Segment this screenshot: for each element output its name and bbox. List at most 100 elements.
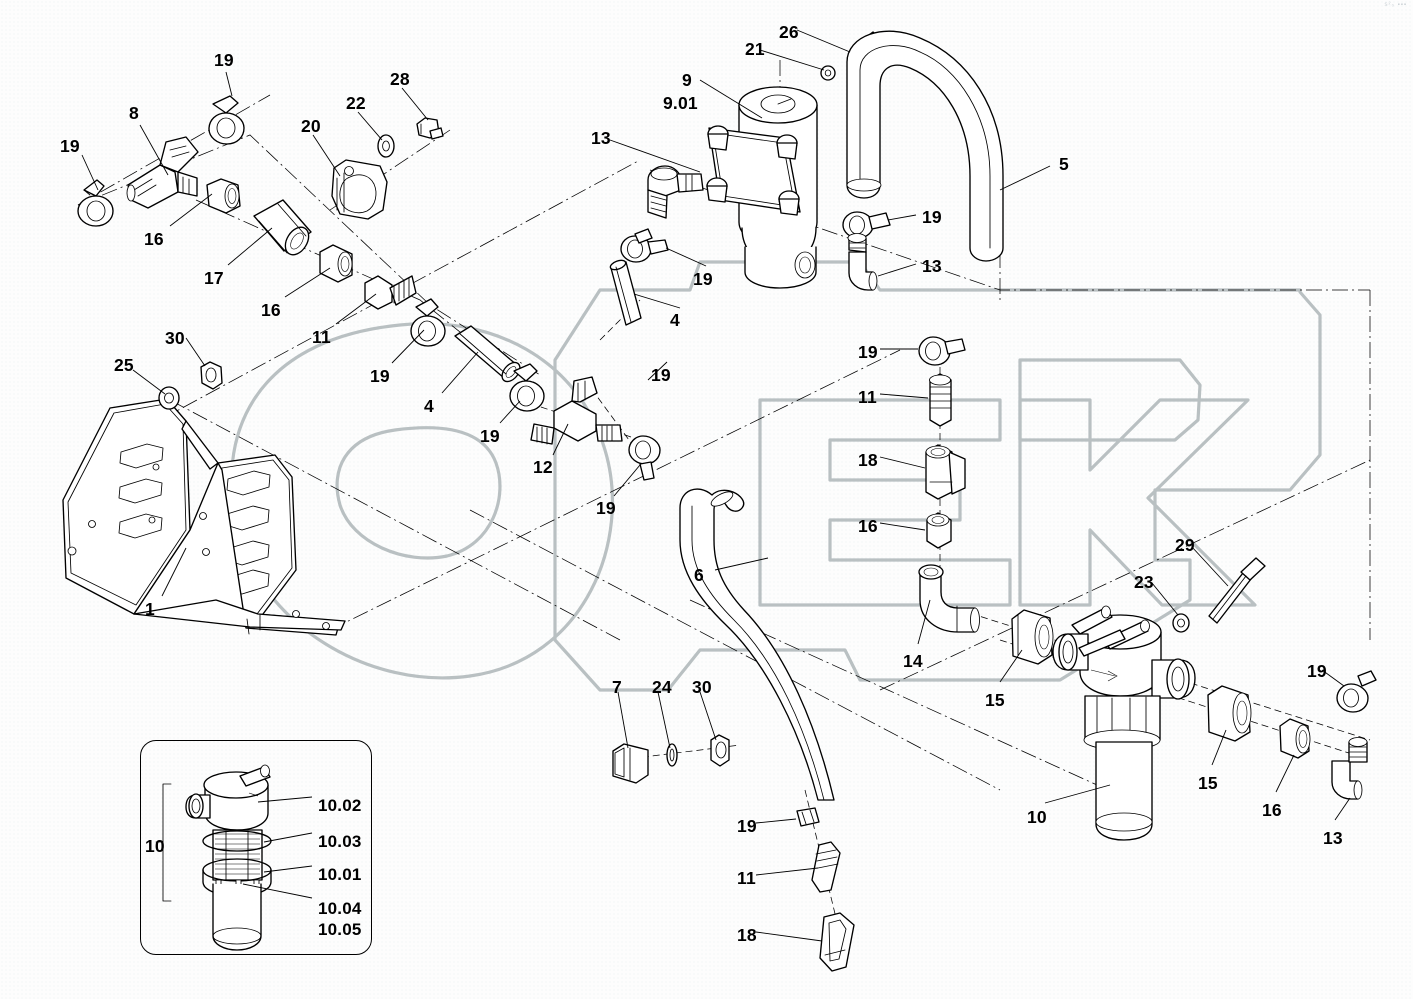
part-19-clamp-j: [1336, 670, 1377, 713]
part-28-bolt: [416, 117, 444, 140]
part-22-washer: [377, 134, 395, 158]
part-11-nipple-c: [811, 841, 841, 893]
inset-callout-10-03: 10.03: [318, 832, 362, 851]
part-19-clamp-b: [208, 95, 245, 145]
callout-5: 5: [1059, 154, 1069, 174]
callout-18-b: 18: [737, 925, 757, 945]
part-11-nipple-b: [929, 373, 952, 427]
callout-28: 28: [390, 69, 410, 89]
callout-30-b: 30: [692, 677, 712, 697]
callout-4-b: 4: [670, 310, 680, 330]
callout-16-d: 16: [1262, 800, 1282, 820]
part-11-nipple-a: [364, 275, 417, 310]
callout-29: 29: [1175, 535, 1195, 555]
part-18-adapter-a: [925, 444, 966, 500]
part-14-elbow: [918, 564, 980, 633]
callout-4-a: 4: [424, 396, 434, 416]
part-16-nut-b: [319, 244, 353, 283]
part-15-nut-b: [1207, 685, 1252, 742]
callout-13-b: 13: [922, 256, 942, 276]
callout-12: 12: [533, 457, 553, 477]
inset-border: [140, 740, 372, 955]
callout-1: 1: [145, 599, 155, 619]
part-16-nut-c: [926, 512, 952, 549]
part-19-clamp-a: [77, 179, 114, 227]
part-19-clamp-e: [620, 235, 669, 263]
callout-11-c: 11: [737, 868, 756, 888]
part-7-clamp-block: [612, 743, 649, 784]
part-19-clamp-f: [628, 435, 661, 481]
inset-part-10-detail: [155, 764, 272, 951]
part-19-clamp-c: [410, 298, 446, 347]
part-19-clamp-k: [796, 807, 820, 827]
part-9-fuel-pump: [706, 86, 818, 289]
callout-19-a: 19: [60, 136, 80, 156]
part-21-washer: [820, 65, 836, 81]
callout-26: 26: [779, 22, 799, 42]
callout-19-d: 19: [480, 426, 500, 446]
callout-19-i: 19: [858, 342, 878, 362]
callout-19-b: 19: [214, 50, 234, 70]
part-1-bracket: [62, 398, 346, 636]
leader-lines: [81, 29, 1351, 942]
part-19-clamp-i: [918, 336, 966, 366]
part-23-washer: [1172, 613, 1190, 633]
callout-16-c: 16: [858, 516, 878, 536]
part-6-hose: [679, 488, 835, 801]
callout-9: 9: [682, 70, 692, 90]
callout-19-g: 19: [693, 269, 713, 289]
inset-group-label-10: 10: [145, 836, 165, 856]
callout-19-k: 19: [737, 816, 757, 836]
part-25-washer: [158, 386, 180, 410]
callout-7: 7: [612, 677, 622, 697]
callout-13-c: 13: [1323, 828, 1343, 848]
callout-8: 8: [129, 103, 139, 123]
callout-9-01: 9.01: [663, 93, 698, 113]
callout-18-a: 18: [858, 450, 878, 470]
part-17-sleeve: [253, 199, 312, 256]
part-8-tee-fitting: [126, 136, 199, 209]
inset-callout-10-05: 10.05: [318, 920, 362, 939]
callout-19-e: 19: [596, 498, 616, 518]
inset-callout-10-02: 10.02: [318, 796, 362, 815]
part-19-clamp-h: [842, 211, 891, 239]
callout-14: 14: [903, 651, 923, 671]
callout-24: 24: [652, 677, 672, 697]
part-16-nut-d: [1279, 718, 1311, 759]
callout-6: 6: [694, 565, 704, 585]
callout-16-a: 16: [144, 229, 164, 249]
callout-20: 20: [301, 116, 321, 136]
corner-watermark: s²₀ ▪▪▪: [1384, 2, 1407, 8]
part-20-clamp-bracket: [331, 159, 388, 220]
callout-16-b: 16: [261, 300, 281, 320]
callout-11-a: 11: [312, 327, 331, 347]
inset-callout-10-04: 10.04: [318, 899, 362, 918]
part-5-hose: [846, 30, 1004, 262]
callout-19-h: 19: [651, 365, 671, 385]
part-18-adapter-b: [819, 912, 855, 972]
callout-23: 23: [1134, 572, 1154, 592]
callout-19-j: 19: [1307, 661, 1327, 681]
part-4-tube-b: [609, 259, 642, 326]
callout-30-a: 30: [165, 328, 185, 348]
callout-11-b: 11: [858, 387, 877, 407]
part-24-washer: [666, 743, 678, 767]
part-29-bolt: [1208, 557, 1266, 624]
callout-25: 25: [114, 355, 134, 375]
callout-15-b: 15: [1198, 773, 1218, 793]
callout-21: 21: [745, 39, 765, 59]
callout-19-c: 19: [370, 366, 390, 386]
callout-19-f: 19: [922, 207, 942, 227]
part-30-nut-a: [200, 361, 223, 390]
callout-13-a: 13: [591, 128, 611, 148]
callout-15-a: 15: [985, 690, 1005, 710]
callout-17: 17: [204, 268, 224, 288]
part-13-elbow-c: [1331, 737, 1368, 800]
inset-callout-10-01: 10.01: [318, 865, 362, 884]
part-19-clamp-d: [509, 363, 545, 412]
part-10-filter-assembly: [1052, 605, 1196, 841]
part-4-tube-a: [454, 325, 521, 383]
part-13-elbow-b: [847, 233, 878, 291]
